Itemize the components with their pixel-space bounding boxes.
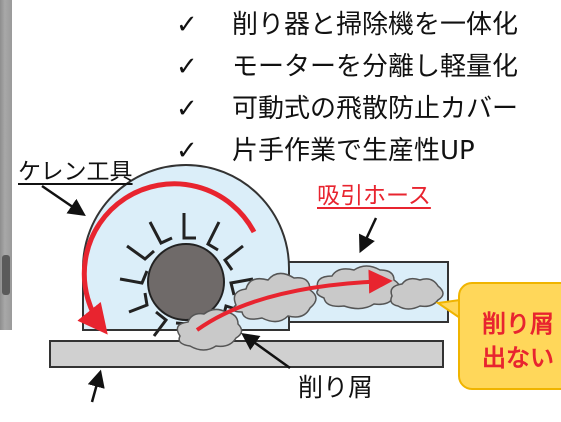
no-chips-callout: 削り屑 出ない (458, 282, 561, 390)
hose-pointer-arrow (359, 217, 378, 254)
feature-checklist: ✓ 削り器と掃除機を一体化 ✓ モーターを分離し軽量化 ✓ 可動式の飛散防止カバー ✓… (176, 4, 518, 172)
checklist-item: ✓ 可動式の飛散防止カバー (176, 88, 518, 130)
plate-pointer-arrow (87, 369, 105, 403)
suction-flow-arrow (195, 269, 393, 332)
check-icon: ✓ (176, 10, 198, 40)
checklist-item: ✓ モーターを分離し軽量化 (176, 46, 518, 88)
check-icon: ✓ (176, 52, 198, 82)
cutter-hub (147, 243, 225, 321)
check-icon: ✓ (176, 94, 198, 124)
checklist-text: 可動式の飛散防止カバー (232, 94, 519, 124)
chips-label: 削り屑 (298, 373, 374, 402)
hose-label: 吸引ホース (317, 183, 431, 209)
base-plate (49, 340, 444, 368)
checklist-item: ✓ 片手作業で生産性UP (176, 130, 518, 172)
checklist-text: モーターを分離し軽量化 (232, 52, 519, 82)
checklist-item: ✓ 削り器と掃除機を一体化 (176, 4, 518, 46)
chips-pointer-arrow (241, 332, 291, 370)
check-icon: ✓ (176, 136, 198, 166)
photo-edge (0, 0, 12, 330)
tool-label: ケレン工具 (18, 159, 133, 185)
tool-pointer-arrow (41, 184, 86, 216)
checklist-text: 削り器と掃除機を一体化 (232, 10, 519, 40)
callout-line-2: 出ない (482, 344, 554, 372)
checklist-text: 片手作業で生産性UP (232, 136, 475, 166)
callout-line-1: 削り屑 (482, 310, 554, 338)
rotation-arrow (77, 181, 257, 335)
